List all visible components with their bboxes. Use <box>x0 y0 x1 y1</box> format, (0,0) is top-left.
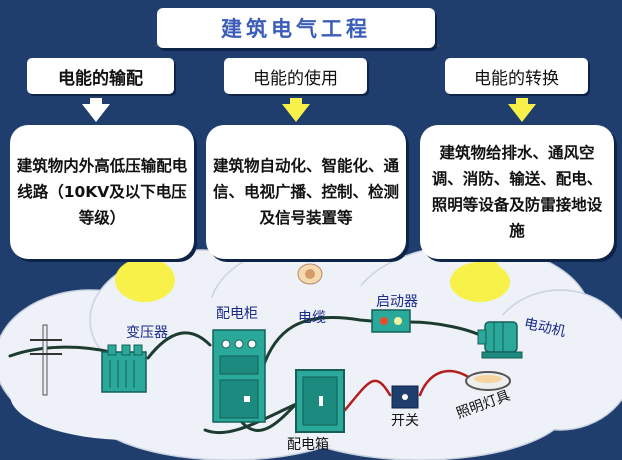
starter-icon <box>371 309 411 333</box>
pole-icon <box>30 324 62 396</box>
description-distribution: 建筑物内外高低压输配电线路（10KV及以下电压等级） <box>10 125 194 259</box>
transformer-icon <box>101 344 147 393</box>
switch-icon <box>391 385 419 409</box>
speech-tails <box>115 250 510 302</box>
box-icon <box>295 369 345 433</box>
description-conversion: 建筑物给排水、通风空调、消防、输送、配电、照明等设备及防雷接地设施 <box>420 125 614 259</box>
label-switch: 开关 <box>391 413 419 429</box>
category-distribution: 电能的输配 <box>27 58 174 94</box>
description-usage: 建筑物自动化、智能化、通信、电视广播、控制、检测及信号装置等 <box>206 125 406 259</box>
cabinet-icon <box>212 329 266 423</box>
label-cable: 电缆 <box>298 310 326 326</box>
category-conversion: 电能的转换 <box>445 58 588 94</box>
label-starter: 启动器 <box>376 294 418 310</box>
lamp-icon <box>465 371 511 391</box>
label-transformer: 变压器 <box>126 325 168 341</box>
page-title: 建筑电气工程 <box>157 8 435 48</box>
category-usage: 电能的使用 <box>224 58 367 94</box>
motor-icon <box>477 321 523 359</box>
arrow-down-icon <box>82 98 536 122</box>
label-distribution-box: 配电箱 <box>287 437 329 453</box>
label-distribution-cabinet: 配电柜 <box>216 306 258 322</box>
